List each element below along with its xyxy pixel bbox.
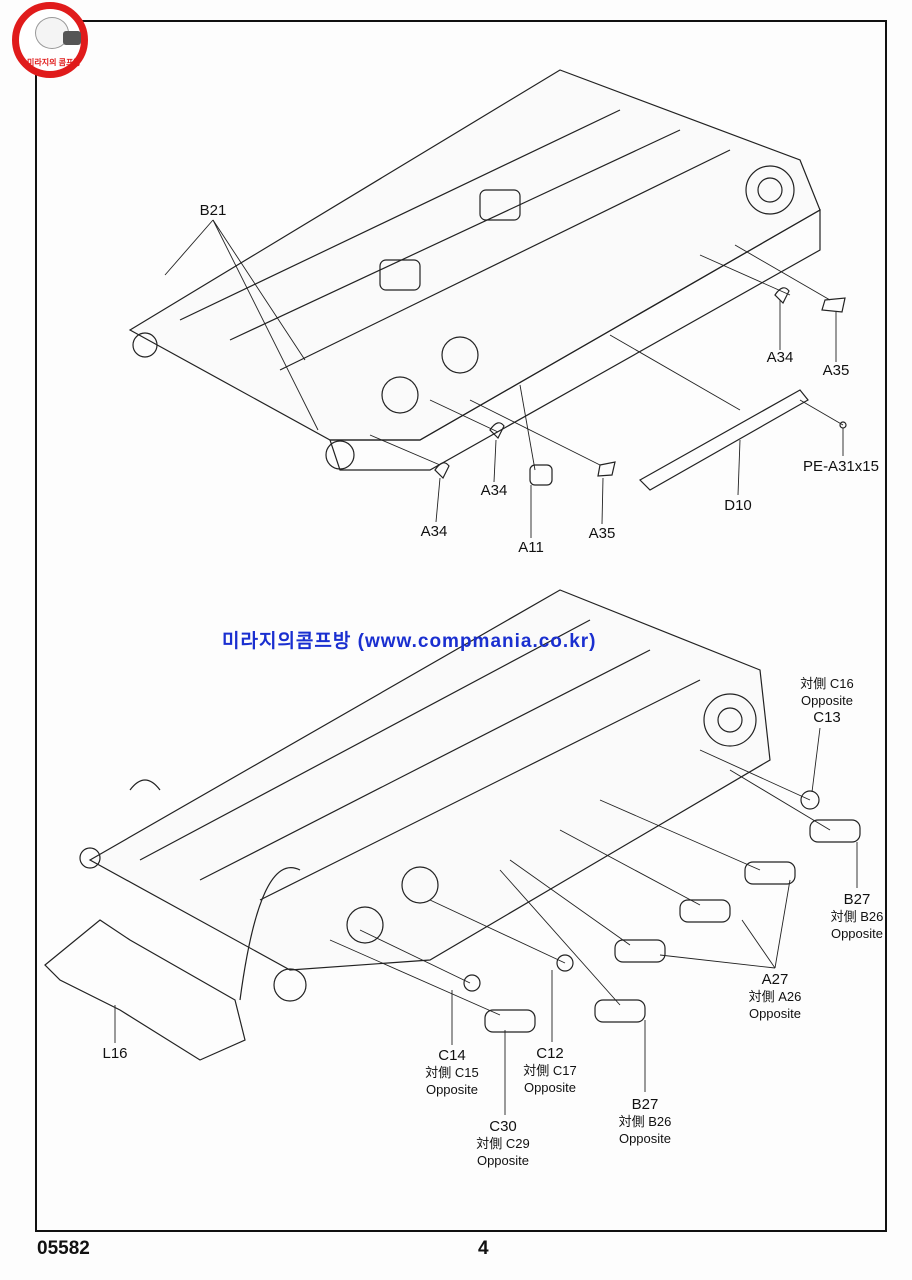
watermark-text: 미라지의콤프방 (www.compmania.co.kr) bbox=[222, 631, 597, 652]
opposite-part: 対側 C29 bbox=[476, 1136, 530, 1151]
part-c12 bbox=[556, 954, 574, 972]
opposite-text: Opposite bbox=[830, 926, 884, 941]
part-a35-right bbox=[821, 297, 846, 313]
label-a11: A11 bbox=[518, 539, 544, 556]
opposite-text: Opposite bbox=[748, 1006, 802, 1021]
part-number: C14 bbox=[438, 1047, 466, 1064]
part-number: C12 bbox=[536, 1045, 564, 1062]
part-a34-mid bbox=[489, 422, 505, 440]
logo-text: 미라지의 콤프방 bbox=[27, 58, 81, 67]
part-a11 bbox=[529, 464, 553, 486]
part-b27-right bbox=[809, 819, 861, 843]
page-number: 4 bbox=[478, 1238, 489, 1259]
label-a34: A34 bbox=[766, 349, 794, 366]
upper-hull-drawing bbox=[128, 69, 821, 471]
label-a34: A34 bbox=[480, 482, 508, 499]
label-l16: L16 bbox=[102, 1045, 128, 1062]
part-l16 bbox=[44, 919, 246, 1061]
lower-leader-lines bbox=[114, 727, 858, 1115]
label-b27: B27 対側 B26 Opposite bbox=[831, 891, 884, 942]
label-c30: C30 対側 C29 Opposite bbox=[476, 1118, 529, 1169]
label-a35: A35 bbox=[588, 525, 616, 542]
opposite-part: 対側 B26 bbox=[618, 1114, 672, 1129]
part-number: A27 bbox=[761, 971, 789, 988]
lower-hull-drawing bbox=[44, 589, 771, 1061]
lower-parts bbox=[463, 790, 861, 1033]
part-c14 bbox=[463, 974, 481, 992]
opposite-text: Opposite bbox=[618, 1131, 672, 1146]
upper-leader-lines bbox=[164, 219, 844, 538]
opposite-text: Opposite bbox=[800, 693, 854, 708]
page-frame bbox=[35, 20, 887, 1232]
part-c13 bbox=[800, 790, 820, 810]
part-c30 bbox=[484, 1009, 536, 1033]
label-c13: 対側 C16 Opposite C13 bbox=[800, 675, 853, 726]
compmania-logo: 미라지의 콤프방 bbox=[12, 2, 88, 78]
label-a35: A35 bbox=[822, 362, 850, 379]
label-a27: A27 対側 A26 Opposite bbox=[749, 971, 802, 1022]
opposite-text: Opposite bbox=[523, 1080, 577, 1095]
part-number: B27 bbox=[843, 891, 871, 908]
opposite-text: Opposite bbox=[476, 1153, 530, 1168]
part-number: C30 bbox=[489, 1118, 517, 1135]
part-d10 bbox=[639, 389, 809, 491]
label-c14: C14 対側 C15 Opposite bbox=[425, 1047, 478, 1098]
opposite-part: 対側 C17 bbox=[523, 1063, 577, 1078]
opposite-part: 対側 C15 bbox=[425, 1065, 479, 1080]
upper-parts bbox=[434, 287, 847, 491]
opposite-part: 対側 A26 bbox=[748, 989, 802, 1004]
product-code: 05582 bbox=[37, 1238, 90, 1259]
label-a34: A34 bbox=[420, 523, 448, 540]
camera-icon bbox=[63, 31, 81, 45]
label-b27: B27 対側 B26 Opposite bbox=[619, 1096, 672, 1147]
part-number: B27 bbox=[631, 1096, 659, 1113]
part-a35-low bbox=[597, 461, 616, 477]
label-d10: D10 bbox=[724, 497, 752, 514]
part-number: C13 bbox=[813, 709, 841, 726]
part-a34-low bbox=[434, 462, 450, 480]
label-b21: B21 bbox=[199, 202, 227, 219]
part-a27 bbox=[614, 939, 666, 963]
opposite-text: Opposite bbox=[425, 1082, 479, 1097]
opposite-part: 対側 C16 bbox=[800, 676, 854, 691]
label-pe-a31: PE-A31x15 bbox=[803, 458, 879, 475]
opposite-part: 対側 B26 bbox=[830, 909, 884, 924]
part-a34-right bbox=[774, 287, 790, 305]
label-c12: C12 対側 C17 Opposite bbox=[523, 1045, 576, 1096]
part-b27-low bbox=[594, 999, 646, 1023]
